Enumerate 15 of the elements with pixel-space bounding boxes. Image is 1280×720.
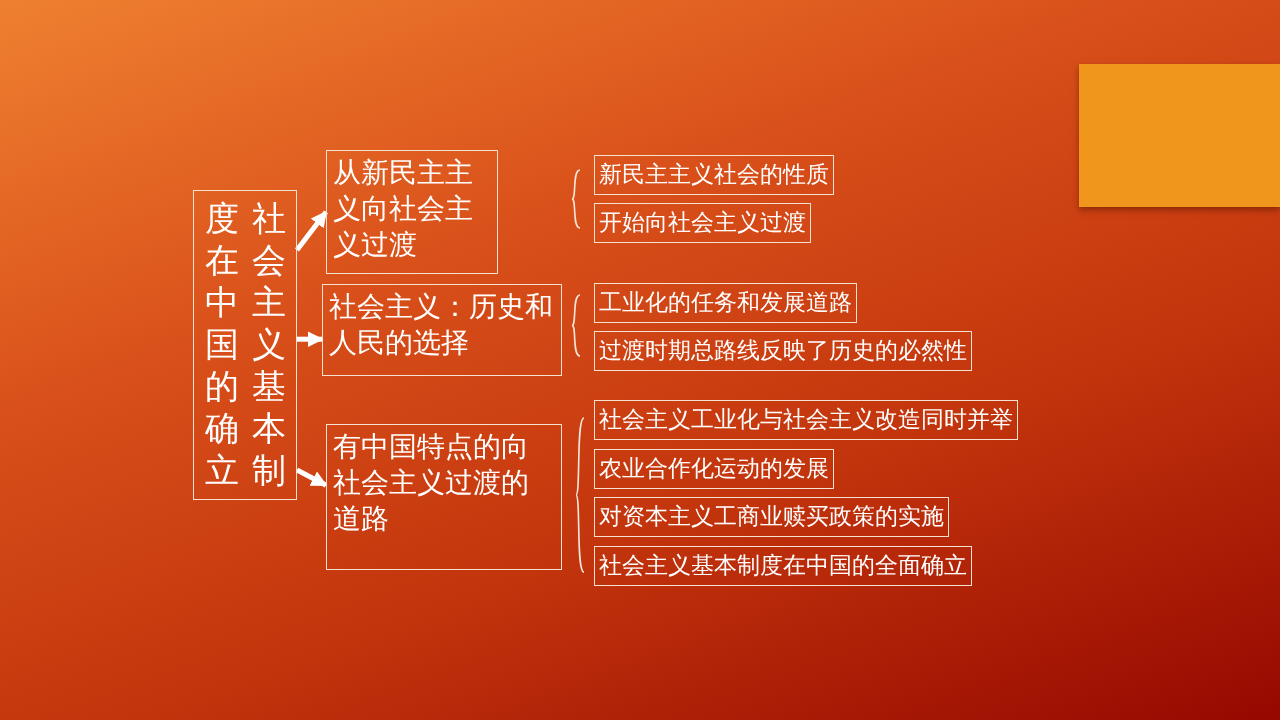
point-box: 过渡时期总路线反映了历史的必然性: [594, 331, 972, 371]
point-box: 社会主义基本制度在中国的全面确立: [594, 546, 972, 586]
arrow: [297, 331, 324, 348]
point-box: 对资本主义工商业赎买政策的实施: [594, 497, 949, 537]
point-box: 新民主主义社会的性质: [594, 155, 834, 195]
point-box: 工业化的任务和发展道路: [594, 283, 857, 323]
arrow: [295, 467, 328, 488]
point-box: 农业合作化运动的发展: [594, 449, 834, 489]
arrow: [295, 210, 328, 252]
topic-box: 有中国特点的向社会主义过渡的道路: [326, 424, 562, 570]
title-box: 社会主义基本制度在中国的确立: [193, 190, 297, 500]
topic-box: 社会主义：历史和人民的选择: [322, 284, 562, 376]
point-box: 社会主义工业化与社会主义改造同时并举: [594, 400, 1018, 440]
topic-box: 从新民主主义向社会主义过渡: [326, 150, 498, 274]
point-box: 开始向社会主义过渡: [594, 203, 811, 243]
